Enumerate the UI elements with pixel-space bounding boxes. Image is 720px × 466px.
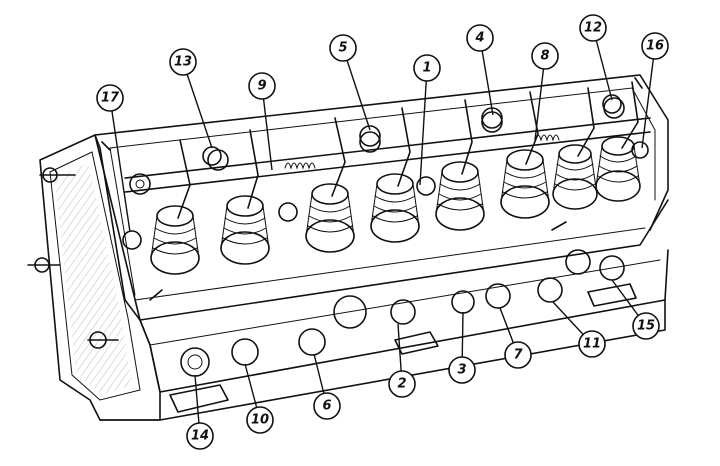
callout-2: 2 [388,323,416,398]
callout-leader-line [261,85,273,171]
callout-number: 17 [101,91,120,106]
callout-circle [579,14,607,42]
callout-number: 16 [646,39,664,54]
callout-1: 1 [413,54,441,186]
callout-16: 16 [641,32,669,149]
callout-5: 5 [329,34,371,131]
callout-10: 10 [244,363,274,434]
callout-circle [448,356,476,384]
valve-spring [552,144,598,210]
valve-spring [370,173,420,243]
callout-circle [329,34,357,62]
callout-number: 3 [457,363,466,378]
callout-number: 15 [637,319,655,334]
callout-number: 6 [322,399,331,414]
rocker-shaft [124,97,651,195]
callout-number: 13 [174,55,192,70]
callout-circle [388,370,416,398]
callout-number: 2 [397,377,406,392]
callout-leader-line [342,47,371,131]
callout-circle [313,392,341,420]
callout-leader-line [419,67,428,186]
callout-3: 3 [448,311,476,384]
callout-14: 14 [186,374,214,450]
valve-spring [220,195,270,265]
callout-number: 10 [251,413,269,428]
callout-number: 11 [583,337,601,352]
callout-circle [641,32,669,60]
callout-number: 4 [474,31,484,46]
callout-number: 1 [422,61,431,76]
callout-circle [466,24,494,52]
callout-circle [413,54,441,82]
callout-8: 8 [531,42,559,141]
callout-4: 4 [466,24,494,116]
callout-12: 12 [579,14,613,101]
callout-number: 12 [584,21,602,36]
valve-spring [150,205,200,275]
callout-number: 7 [513,348,523,363]
callout-circle [248,72,276,100]
callout-circle [186,422,214,450]
callout-circle [169,48,197,76]
callout-circle [96,84,124,112]
callout-circle [504,341,532,369]
callout-11: 11 [552,301,606,358]
callout-6: 6 [313,353,341,420]
callout-circle [632,312,660,340]
valve-spring [435,161,485,231]
callout-17: 17 [96,84,131,233]
cylinder-head-body [27,74,669,421]
callout-number: 14 [191,429,209,444]
callout-leader-line [182,61,213,149]
valve-spring [305,183,355,253]
callout-number: 8 [540,49,549,64]
callout-leader-line [641,45,656,149]
valve-spring [500,149,550,219]
callout-number: 9 [257,79,266,94]
callout-13: 13 [169,48,213,149]
callout-circle [246,406,274,434]
valve-springs [150,136,641,275]
callout-15: 15 [611,279,660,340]
callout-leader-line [109,97,131,233]
callout-9: 9 [248,72,276,171]
callout-circle [531,42,559,70]
rocker-arms [122,81,649,250]
callout-circle [578,330,606,358]
callout-leader-line [534,55,546,141]
callout-7: 7 [499,307,532,369]
callout-number: 5 [338,41,347,56]
valve-spring [595,136,641,202]
